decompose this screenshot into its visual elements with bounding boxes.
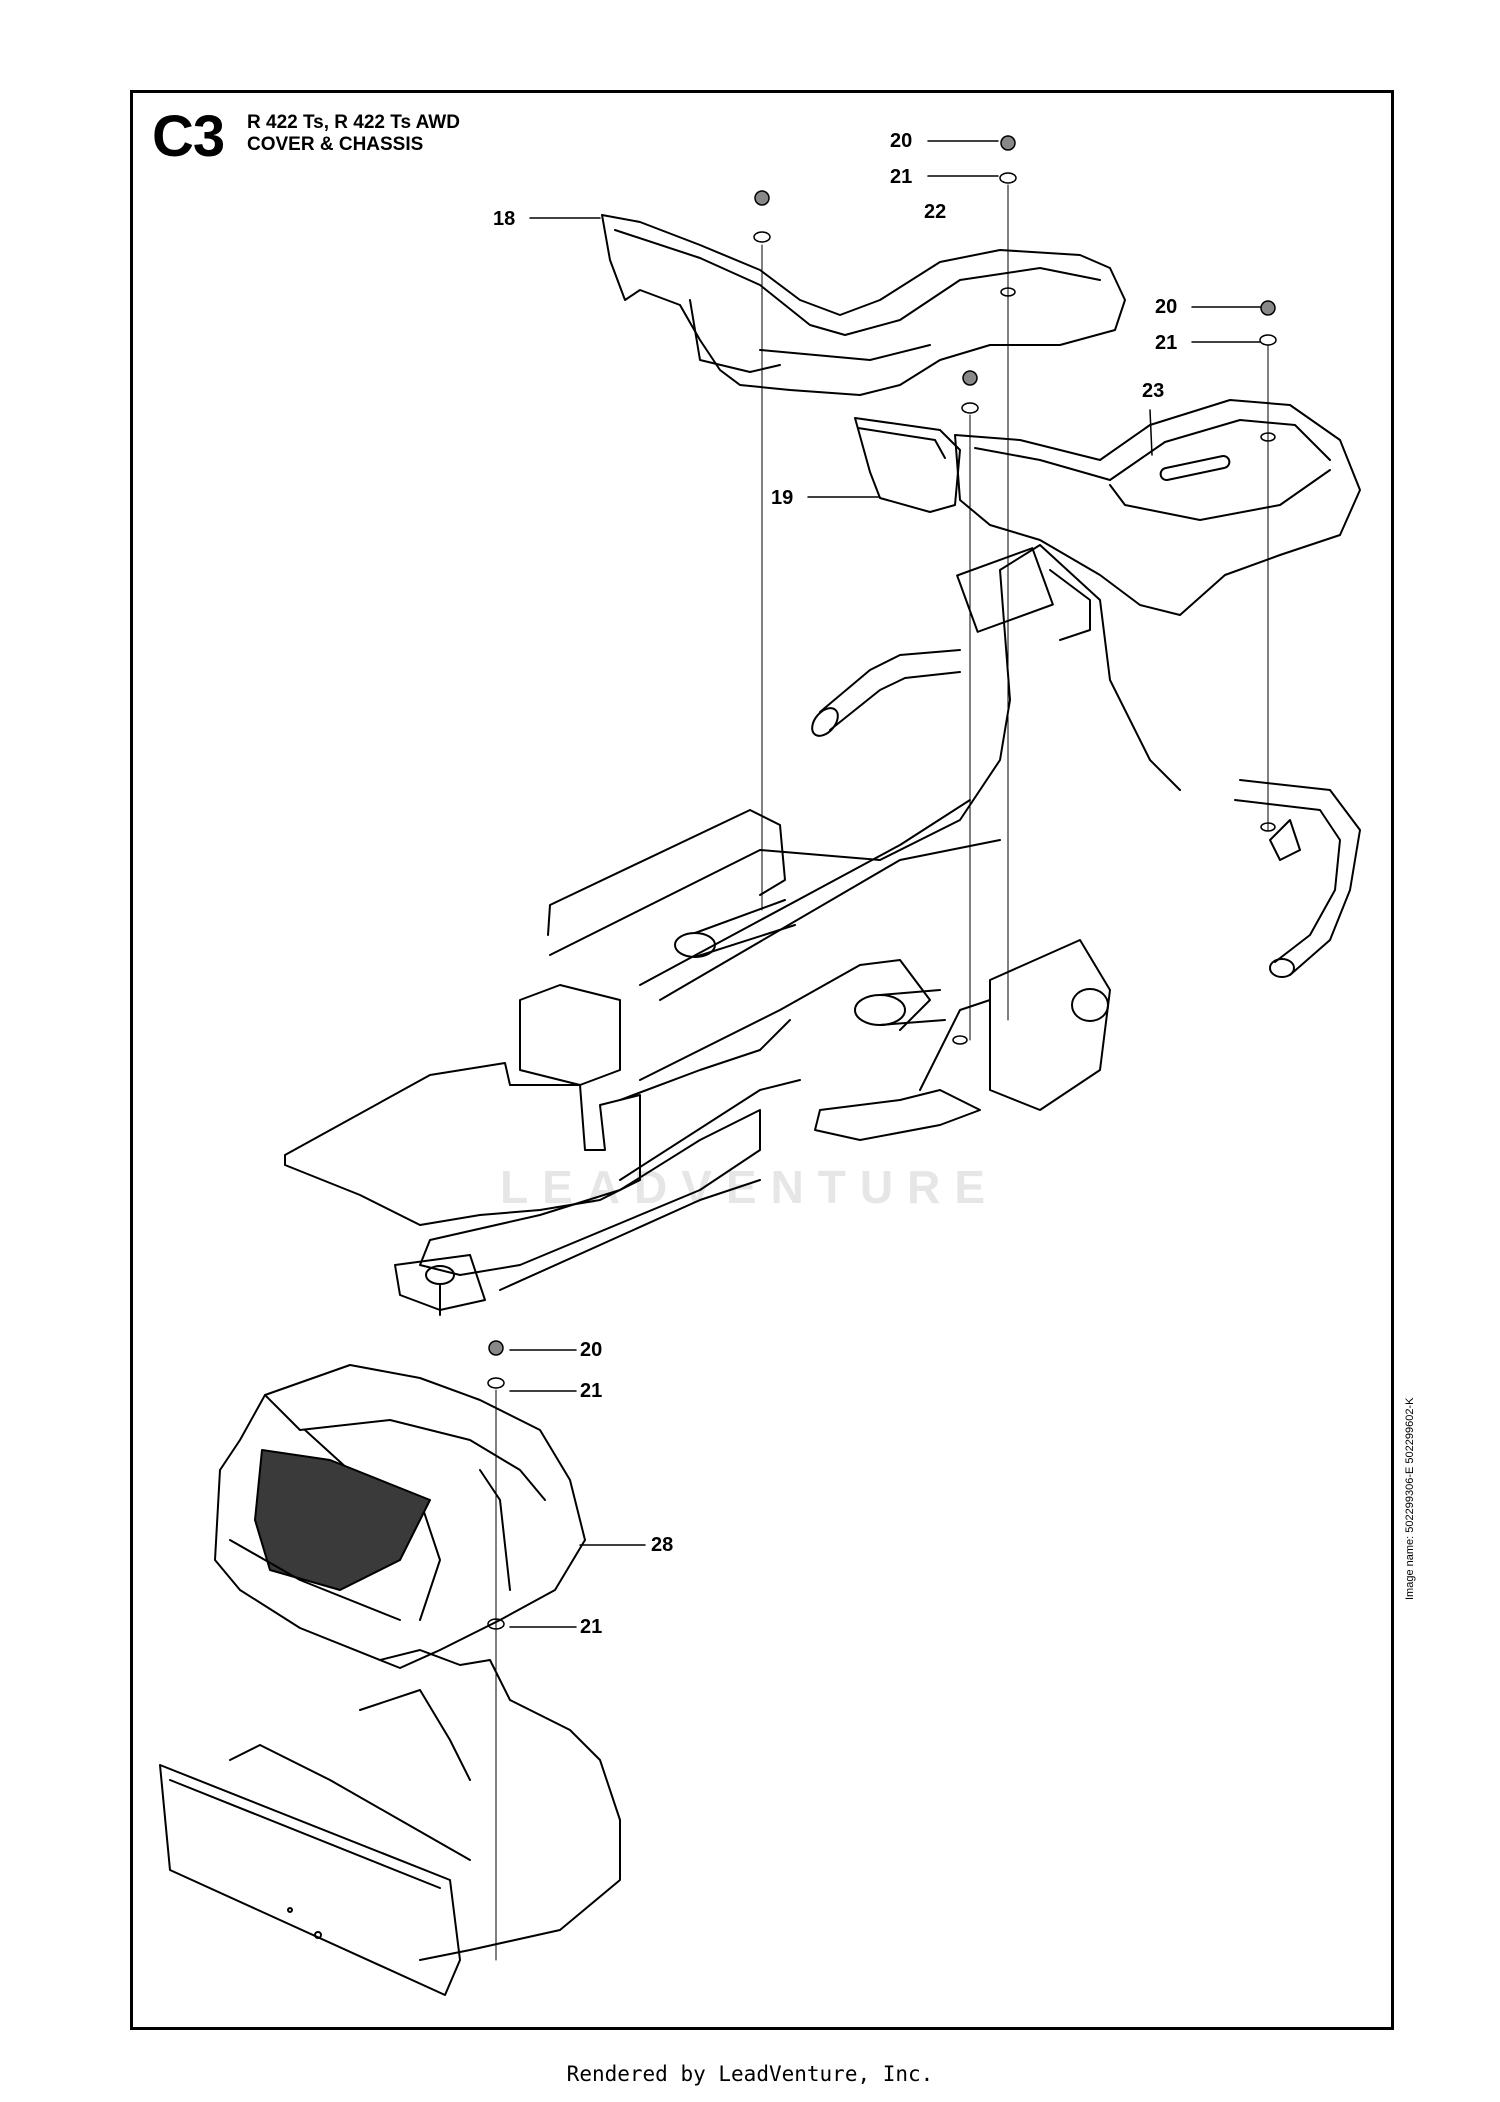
callout-20-right: 20 (1155, 296, 1178, 318)
section-title: COVER & CHASSIS (247, 134, 424, 155)
callout-21-lower: 21 (580, 1380, 603, 1402)
section-header: R 422 Ts, R 422 Ts AWD COVER & CHASSIS (247, 112, 460, 156)
callout-22: 22 (924, 201, 947, 223)
chassis-frame (284, 544, 1181, 1316)
console-base (159, 1649, 621, 1996)
callout-28: 28 (651, 1534, 674, 1556)
diagram-frame (130, 90, 1394, 2030)
watermark: LEADVENTURE (500, 1161, 1000, 1213)
callout-18: 18 (493, 208, 516, 230)
callout-21-top: 21 (890, 166, 913, 188)
callout-21-bottom: 21 (580, 1616, 603, 1638)
side-handles (811, 649, 1361, 978)
callout-21-right: 21 (1155, 332, 1178, 354)
alignment-lines (495, 184, 1269, 1961)
fender-part-23 (954, 399, 1361, 616)
hood-part-28 (214, 1364, 586, 1669)
footer-credit: Rendered by LeadVenture, Inc. (566, 2062, 934, 2086)
callout-leaders (509, 140, 1261, 1628)
bracket-part-19 (854, 417, 961, 513)
image-name-label: Image name: 502299306-E 502299602-K (1404, 1397, 1416, 1600)
hardware-fasteners (487, 135, 1277, 1630)
callout-23: 23 (1142, 380, 1165, 402)
axle-assembly (674, 899, 1111, 1141)
fender-part-18 (601, 214, 1126, 396)
callout-19: 19 (771, 487, 794, 509)
section-code: C3 (152, 104, 225, 169)
callout-20-top: 20 (890, 130, 913, 152)
model-names: R 422 Ts, R 422 Ts AWD (247, 112, 460, 133)
callout-20-lower: 20 (580, 1339, 603, 1361)
